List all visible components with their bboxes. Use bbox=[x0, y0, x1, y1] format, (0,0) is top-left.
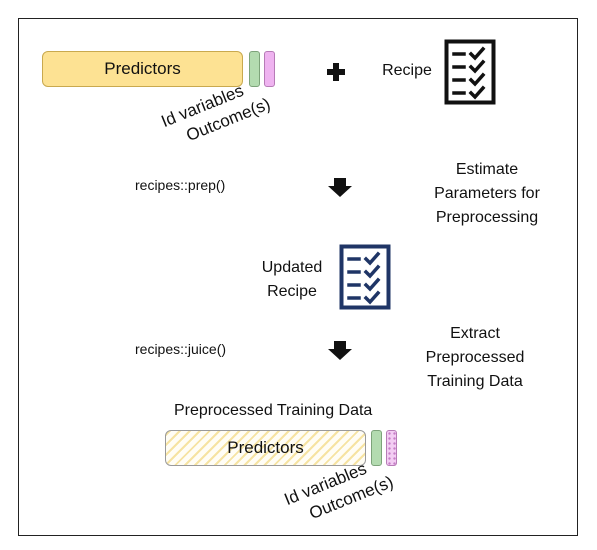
estimate-parameters-text: Estimate Parameters for Preprocessing bbox=[412, 158, 562, 230]
diagram-frame bbox=[18, 18, 578, 536]
juice-function-label: recipes::juice() bbox=[135, 341, 227, 357]
preprocessed-outcome-bar bbox=[386, 430, 397, 466]
extract-line-1: Extract bbox=[450, 325, 500, 342]
recipe-checklist-icon bbox=[444, 39, 496, 105]
extract-line-3: Training Data bbox=[427, 373, 523, 390]
updated-recipe-checklist-icon bbox=[339, 244, 391, 310]
recipe-label: Recipe bbox=[382, 62, 432, 79]
estimate-line-1: Estimate bbox=[455, 161, 519, 178]
id-variables-bar bbox=[249, 51, 260, 87]
prep-function-label: recipes::prep() bbox=[135, 177, 226, 193]
extract-preprocessed-text: Extract Preprocessed Training Data bbox=[400, 322, 550, 394]
updated-recipe-line-2: Recipe bbox=[267, 283, 317, 300]
plus-icon bbox=[327, 63, 345, 81]
extract-line-2: Preprocessed bbox=[425, 349, 525, 366]
predictors-bar: Predictors bbox=[42, 51, 243, 87]
preprocessed-id-variables-bar bbox=[371, 430, 382, 466]
estimate-line-2: Parameters for bbox=[434, 185, 540, 202]
preprocessed-predictors-bar: Predictors bbox=[165, 430, 366, 466]
preprocessed-predictors-label: Predictors bbox=[227, 438, 304, 457]
down-arrow-icon bbox=[328, 178, 352, 197]
predictors-label: Predictors bbox=[104, 59, 181, 78]
estimate-line-3: Preprocessing bbox=[435, 209, 539, 226]
outcome-bar bbox=[264, 51, 275, 87]
preprocessed-data-title: Preprocessed Training Data bbox=[174, 402, 373, 419]
updated-recipe-text: Updated Recipe bbox=[248, 256, 336, 304]
updated-recipe-line-1: Updated bbox=[261, 259, 323, 276]
down-arrow-icon bbox=[328, 341, 352, 360]
